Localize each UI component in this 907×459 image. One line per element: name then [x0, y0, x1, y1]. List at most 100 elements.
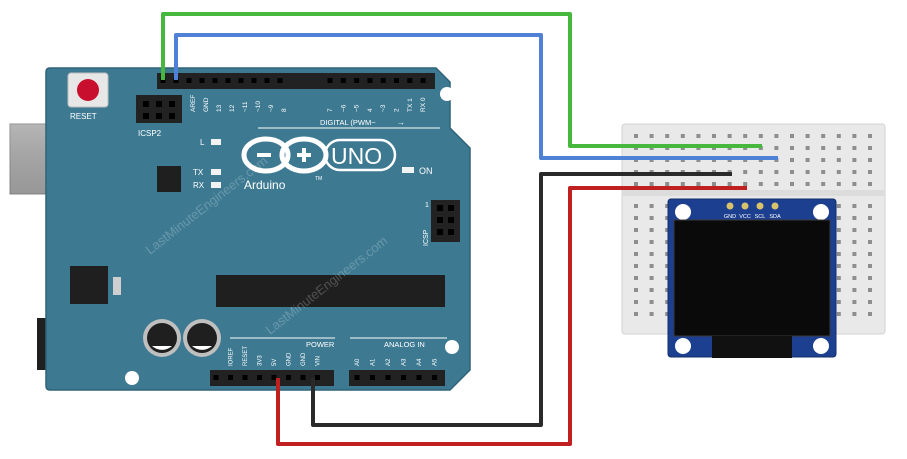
pcb: [45, 67, 471, 391]
breadboard-hole: [868, 252, 872, 256]
model-label: UNO: [331, 143, 382, 169]
breadboard-hole: [680, 182, 685, 186]
breadboard-hole: [665, 300, 670, 304]
breadboard-hole: [634, 182, 638, 186]
power-pin-label: GND: [287, 352, 293, 366]
oled-pin: [726, 202, 734, 210]
header-pin: [437, 229, 443, 235]
breadboard-hole: [680, 134, 685, 138]
breadboard-hole: [790, 158, 794, 162]
header-pin: [251, 78, 257, 83]
wire-gnd: [311, 172, 732, 427]
oled-screen: [673, 219, 831, 337]
oled-pin-label: SDA: [769, 214, 781, 220]
breadboard-hole: [836, 134, 841, 138]
breadboard-hole: [868, 182, 872, 186]
oled-pin: [771, 202, 779, 210]
header-pin: [156, 101, 162, 107]
header-pin: [354, 375, 360, 380]
mount-hole: [125, 371, 139, 385]
header-pin: [354, 78, 360, 83]
breadboard-hole: [665, 288, 670, 292]
header-pin: [156, 113, 162, 119]
breadboard-hole: [790, 182, 794, 186]
breadboard-hole: [868, 288, 872, 292]
icsp-header: [431, 200, 460, 242]
header-pin: [143, 101, 149, 107]
breadboard-hole: [634, 204, 638, 208]
digital-pin-label: AREF: [190, 95, 197, 112]
breadboard-hole: [821, 134, 826, 138]
breadboard-hole: [868, 312, 872, 316]
power-label: POWER: [306, 340, 335, 349]
digital-pin-label: 4: [367, 108, 374, 112]
breadboard-hole: [634, 288, 638, 292]
breadboard-hole: [836, 276, 841, 280]
tm-mark: TM: [315, 176, 322, 182]
analog-pin-label: A0: [355, 358, 361, 366]
header-pin: [401, 375, 406, 380]
breadboard-hole: [836, 158, 841, 162]
breadboard-hole: [665, 228, 670, 232]
reset-label: RESET: [70, 112, 97, 121]
breadboard-hole: [790, 134, 794, 138]
breadboard-hole: [821, 146, 826, 150]
header-pin: [300, 375, 306, 380]
breadboard-hole: [665, 204, 670, 208]
breadboard-hole: [852, 182, 857, 186]
header-pin: [437, 205, 443, 211]
oled-pin: [756, 202, 764, 210]
led-on: [402, 167, 414, 173]
breadboard-hole: [634, 134, 638, 138]
header-pin: [380, 78, 386, 83]
wire-sda: [174, 33, 778, 160]
breadboard-hole: [868, 158, 872, 162]
header-pin: [173, 78, 179, 83]
breadboard-hole: [665, 276, 670, 280]
breadboard-hole: [758, 170, 763, 174]
header-pin: [143, 113, 149, 119]
breadboard-hole: [836, 146, 841, 150]
icsp-label: ICSP: [423, 229, 430, 246]
header-pin: [264, 78, 270, 83]
header-pin: [169, 101, 175, 107]
wire-vcc: [276, 186, 747, 446]
header-pin: [169, 113, 175, 119]
uno-badge: [323, 138, 397, 172]
oled-pin-label: VCC: [739, 214, 751, 220]
capacitor: [143, 319, 181, 357]
breadboard-hole: [836, 264, 841, 268]
breadboard-hole: [868, 228, 872, 232]
breadboard-hole: [868, 300, 872, 304]
breadboard-hole: [634, 264, 638, 268]
breadboard-hole: [634, 240, 638, 244]
breadboard-hole: [665, 252, 670, 256]
breadboard-hole: [868, 216, 872, 220]
led-l-label: L: [200, 138, 205, 147]
breadboard-hole: [743, 182, 748, 186]
breadboard-hole: [836, 288, 841, 292]
breadboard-hole: [758, 182, 763, 186]
breadboard-hole: [868, 264, 872, 268]
header-pin: [277, 78, 283, 83]
power-pin-label: 5V: [272, 359, 278, 366]
header-pin: [448, 229, 454, 235]
header-pin: [370, 375, 375, 380]
breadboard-hole: [836, 252, 841, 256]
digital-pin-label: ~11: [242, 101, 249, 112]
breadboard-hole: [836, 228, 841, 232]
digital-pin-label: ~6: [340, 104, 347, 112]
breadboard-hole: [634, 300, 638, 304]
header-pin: [199, 78, 205, 83]
breadboard-hole: [852, 288, 857, 292]
breadboard-hole: [696, 182, 701, 186]
breadboard-hole: [665, 312, 670, 316]
power-pin-label: 3V3: [258, 355, 264, 366]
oled-mount-hole: [675, 204, 691, 220]
mount-hole: [440, 87, 454, 101]
breadboard-hole: [821, 170, 826, 174]
breadboard-hole: [649, 182, 654, 186]
